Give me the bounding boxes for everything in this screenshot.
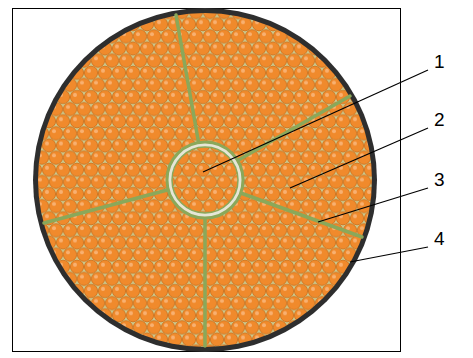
outer-sheath — [33, 8, 377, 352]
sector-conductors — [38, 13, 372, 347]
callout-number: 4 — [434, 229, 445, 248]
callout-number: 3 — [434, 170, 445, 189]
callout-number: 1 — [434, 52, 445, 71]
callout-number: 2 — [434, 110, 445, 129]
central-core — [172, 147, 238, 213]
leader-lines — [203, 70, 428, 262]
frame — [13, 9, 401, 352]
sector-insulation — [44, 15, 362, 346]
core-insulation — [167, 142, 243, 218]
